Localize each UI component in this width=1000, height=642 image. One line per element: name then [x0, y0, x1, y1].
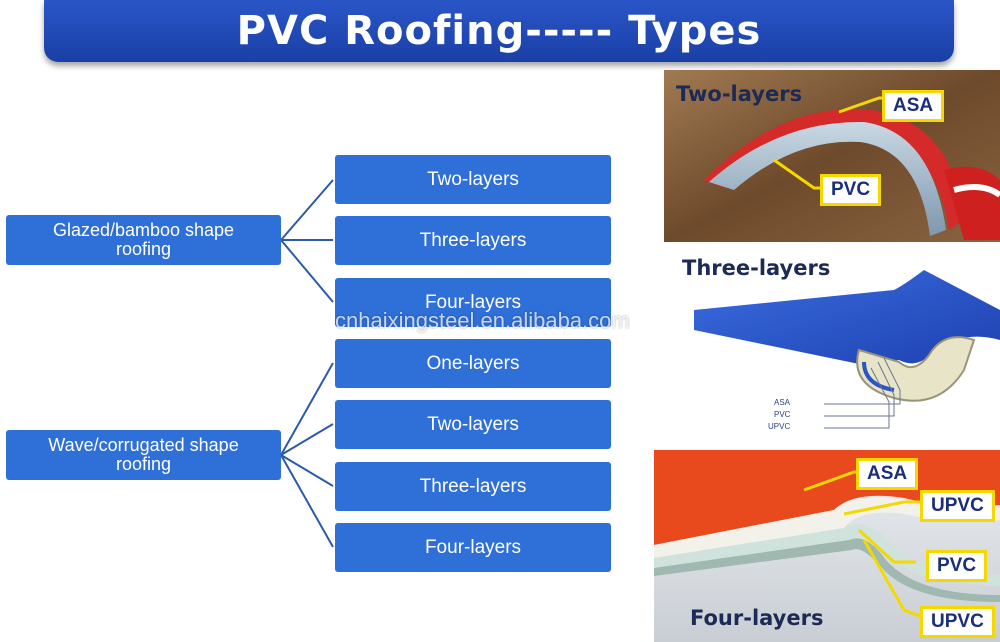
type-box-glazed-two-layers: Two-layers — [335, 155, 611, 204]
four-layers-callout-lines — [803, 470, 921, 618]
page-title: PVC Roofing----- Types — [236, 8, 762, 54]
connector-line — [280, 423, 334, 456]
connector-line — [280, 179, 334, 241]
photo-four-layers: ASA UPVC PVC UPVC Four-layers — [654, 450, 1000, 642]
category-glazed-bamboo: Glazed/bamboo shape roofing — [6, 215, 281, 265]
type-box-wave-two-layers: Two-layers — [335, 400, 611, 449]
category-wave-corrugated: Wave/corrugated shape roofing — [6, 430, 281, 480]
type-label: Two-layers — [427, 168, 519, 190]
type-label: Two-layers — [427, 413, 519, 435]
type-label: One-layers — [426, 352, 520, 374]
type-label: Three-layers — [419, 475, 527, 497]
photo-three-layers: Three-layers ASA PVC UPVC — [664, 250, 1000, 438]
tag-pvc: PVC — [820, 174, 882, 206]
connector-line — [280, 454, 334, 487]
type-box-glazed-four-layers: Four-layers — [335, 278, 611, 327]
legend-asa: ASA — [774, 398, 791, 407]
category-label: Wave/corrugated shape roofing — [48, 435, 239, 474]
three-layers-heading: Three-layers — [682, 256, 831, 280]
title-banner: PVC Roofing----- Types — [44, 0, 954, 62]
type-box-wave-four-layers: Four-layers — [335, 523, 611, 572]
connector-line — [280, 239, 334, 303]
two-layers-callout-lines — [773, 96, 882, 190]
three-layers-sheet-illustration — [694, 270, 1000, 429]
two-layers-heading: Two-layers — [676, 82, 803, 106]
tag-upvc-top: UPVC — [920, 490, 995, 522]
tag-pvc: PVC — [926, 550, 988, 582]
type-box-wave-three-layers: Three-layers — [335, 462, 611, 511]
two-layers-sheet-illustration — [664, 70, 1000, 242]
connector-line — [280, 362, 334, 456]
tag-asa: ASA — [856, 458, 919, 490]
type-box-glazed-three-layers: Three-layers — [335, 216, 611, 265]
photo-two-layers: Two-layers ASA PVC — [664, 70, 1000, 242]
tag-asa: ASA — [882, 90, 945, 122]
type-label: Three-layers — [419, 229, 527, 251]
type-label: Four-layers — [424, 536, 522, 558]
legend-upvc: UPVC — [768, 422, 791, 431]
four-layers-heading: Four-layers — [690, 606, 824, 630]
type-label: Four-layers — [424, 291, 522, 313]
tag-upvc-bottom: UPVC — [920, 606, 995, 638]
type-box-wave-one-layers: One-layers — [335, 339, 611, 388]
connector-line — [280, 454, 334, 548]
legend-pvc: PVC — [774, 410, 791, 419]
category-label: Glazed/bamboo shape roofing — [52, 220, 235, 259]
